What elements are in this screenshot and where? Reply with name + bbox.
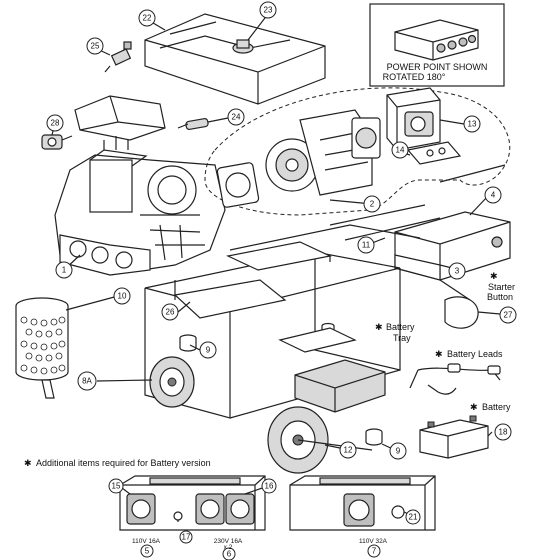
battery-leads-asterisk: ✱ bbox=[435, 349, 443, 359]
battery-leads-label: Battery Leads bbox=[447, 349, 503, 359]
fuel-tap bbox=[104, 41, 132, 73]
svg-text:16: 16 bbox=[265, 482, 274, 491]
engine-cover bbox=[74, 95, 166, 141]
svg-text:6: 6 bbox=[227, 550, 232, 559]
footnote-text: Additional items required for Battery ve… bbox=[36, 458, 211, 468]
socket-label-110v-16a: 110V 16A bbox=[132, 538, 161, 545]
part-number-22: 22 bbox=[138, 9, 156, 27]
svg-text:7: 7 bbox=[372, 547, 377, 556]
svg-text:22: 22 bbox=[143, 14, 152, 23]
part-number-4: 4 bbox=[484, 186, 502, 204]
power-panel-left bbox=[119, 475, 266, 531]
battery-tray-label-l1: Battery bbox=[386, 322, 415, 332]
part-number-7: 7 bbox=[367, 544, 381, 558]
wheel-left bbox=[149, 356, 195, 408]
part-number-16: 16 bbox=[261, 478, 277, 494]
power-panel-right bbox=[289, 475, 436, 531]
svg-text:24: 24 bbox=[232, 113, 241, 122]
starter-asterisk: ✱ bbox=[490, 271, 498, 281]
svg-text:21: 21 bbox=[409, 513, 418, 522]
socket-label-230v-16a: 230V 16A bbox=[214, 538, 243, 545]
battery-tray bbox=[278, 327, 386, 413]
svg-text:25: 25 bbox=[91, 42, 100, 51]
svg-text:12: 12 bbox=[344, 446, 353, 455]
air-filter bbox=[15, 297, 69, 399]
battery-tray-asterisk: ✱ bbox=[375, 322, 383, 332]
part-number-6: 6 bbox=[222, 547, 236, 560]
starter-label-l2: Button bbox=[487, 292, 513, 302]
control-housing bbox=[394, 211, 511, 281]
rubber-foot-a bbox=[179, 334, 197, 352]
panel-plate bbox=[406, 141, 462, 165]
callout-title-line2: ROTATED 180° bbox=[383, 72, 446, 82]
fuel-filter bbox=[41, 134, 73, 150]
alternator-group bbox=[204, 87, 511, 216]
engine bbox=[54, 136, 226, 276]
handle-bars bbox=[329, 204, 441, 241]
part-number-12: 12 bbox=[339, 441, 357, 459]
svg-text:18: 18 bbox=[499, 428, 508, 437]
svg-text:26: 26 bbox=[166, 308, 175, 317]
part-number-11: 11 bbox=[357, 236, 375, 254]
svg-text:13: 13 bbox=[468, 120, 477, 129]
part-number-21: 21 bbox=[405, 509, 421, 525]
part-number-13: 13 bbox=[463, 115, 481, 133]
part-number-26: 26 bbox=[161, 303, 179, 321]
hose-fitting bbox=[177, 118, 209, 130]
part-number-25: 25 bbox=[86, 37, 104, 55]
part-number-15: 15 bbox=[108, 478, 124, 494]
svg-text:4: 4 bbox=[491, 191, 496, 200]
part-number-9-lower: 9 bbox=[389, 442, 407, 460]
control-box bbox=[386, 87, 441, 151]
part-number-2: 2 bbox=[363, 195, 381, 213]
callout-title-line1: POWER POINT SHOWN bbox=[387, 62, 488, 72]
svg-text:2: 2 bbox=[370, 200, 375, 209]
socket-label-110v-32a: 110V 32A bbox=[359, 538, 388, 545]
svg-text:28: 28 bbox=[51, 119, 60, 128]
svg-text:8A: 8A bbox=[82, 377, 92, 386]
battery bbox=[419, 415, 489, 459]
fuel-tank bbox=[144, 13, 326, 105]
battery-label: Battery bbox=[482, 402, 511, 412]
svg-text:5: 5 bbox=[145, 547, 150, 556]
svg-text:1: 1 bbox=[62, 266, 67, 275]
part-number-8a: 8A bbox=[77, 371, 97, 391]
part-number-24: 24 bbox=[227, 108, 245, 126]
starter-label-l1: Starter bbox=[488, 282, 515, 292]
part-number-10: 10 bbox=[113, 287, 131, 305]
footnote-asterisk: ✱ bbox=[24, 458, 32, 468]
svg-text:10: 10 bbox=[118, 292, 127, 301]
part-number-9-upper: 9 bbox=[199, 341, 217, 359]
part-number-5: 5 bbox=[140, 544, 154, 558]
svg-text:27: 27 bbox=[504, 311, 513, 320]
part-number-1: 1 bbox=[55, 261, 73, 279]
part-number-23: 23 bbox=[259, 1, 277, 19]
svg-text:3: 3 bbox=[455, 267, 460, 276]
svg-text:23: 23 bbox=[264, 6, 273, 15]
frame bbox=[144, 224, 471, 419]
part-number-3: 3 bbox=[448, 262, 466, 280]
svg-text:9: 9 bbox=[206, 346, 211, 355]
power-point-callout: POWER POINT SHOWN ROTATED 180° bbox=[369, 3, 505, 87]
part-number-27: 27 bbox=[499, 306, 517, 324]
svg-text:14: 14 bbox=[396, 146, 405, 155]
svg-text:15: 15 bbox=[112, 482, 121, 491]
rubber-foot-b bbox=[365, 428, 383, 446]
svg-text:9: 9 bbox=[396, 447, 401, 456]
svg-text:11: 11 bbox=[362, 241, 371, 250]
part-number-17: 17 bbox=[179, 530, 193, 544]
part-number-18: 18 bbox=[494, 423, 512, 441]
battery-asterisk: ✱ bbox=[470, 402, 478, 412]
svg-text:17: 17 bbox=[182, 533, 191, 542]
battery-tray-label-l2: Tray bbox=[393, 333, 411, 343]
cover-plate bbox=[444, 296, 479, 329]
part-number-14: 14 bbox=[391, 141, 409, 159]
part-number-28: 28 bbox=[46, 114, 64, 132]
socket-label-230v-qty: x 2 bbox=[224, 544, 233, 551]
battery-leads bbox=[409, 363, 501, 395]
